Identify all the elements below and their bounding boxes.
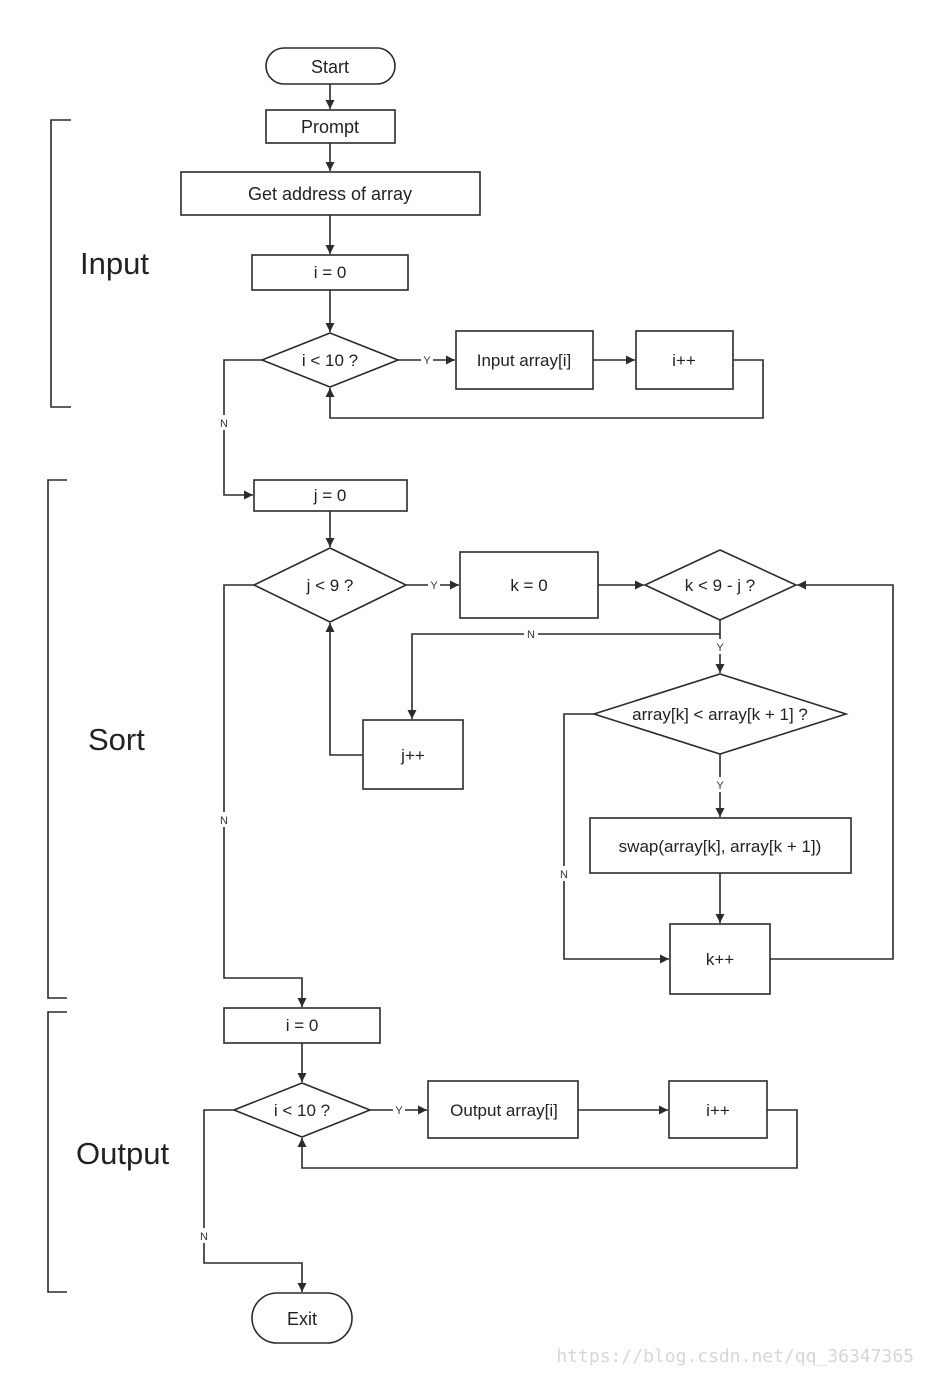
node-k-init-label: k = 0 [510,576,547,595]
node-i-inc-1-label: i++ [672,351,696,370]
node-k-cond: k < 9 - j ? [643,549,798,621]
input-section-label: Input [80,246,149,281]
node-output-array: Output array[i] [427,1080,579,1139]
edge-label-icond2-no: N [200,1231,208,1243]
node-i-cond-2-label: i < 10 ? [274,1101,330,1120]
node-i-inc-2: i++ [668,1080,768,1139]
node-k-cond-label: k < 9 - j ? [685,576,755,595]
node-k-inc-label: k++ [706,950,734,969]
node-output-array-label: Output array[i] [450,1101,558,1120]
edge-label-kcond-yes: Y [716,642,724,654]
node-i-cond-2: i < 10 ? [231,1082,373,1138]
edge-iinc2-loopback [297,1109,798,1169]
node-i-init-2: i = 0 [223,1007,381,1044]
node-start: Start [265,47,396,85]
node-exit: Exit [251,1292,353,1344]
edge-jcond-no-iinit [223,584,307,1007]
edge-kinc-loopback [770,580,894,960]
node-swap: swap(array[k], array[k + 1]) [589,817,852,874]
edge-label-jcond-yes: Y [430,580,438,592]
edge-compare-no-kinc [563,713,669,964]
node-i-inc-2-label: i++ [706,1101,730,1120]
edge-jinc-jcond [325,623,362,756]
sort-section-label: Sort [88,722,145,757]
edge-label-jcond-no: N [220,815,228,827]
node-i-init-1-label: i = 0 [314,263,347,282]
watermark-text: https://blog.csdn.net/qq_36347365 [556,1346,914,1367]
node-compare-label: array[k] < array[k + 1] ? [632,705,808,724]
edge-label-icond1-yes: Y [423,355,431,367]
edge-label-icond1-no: N [220,418,228,430]
node-prompt-label: Prompt [301,117,359,137]
sort-section-bracket [47,479,67,999]
node-j-inc: j++ [362,719,464,790]
node-i-cond-1: i < 10 ? [259,332,401,388]
node-exit-label: Exit [287,1309,317,1329]
edge-iinc-loopback [325,359,764,419]
node-get-address-label: Get address of array [248,184,412,204]
input-section-bracket [50,119,71,408]
node-i-init-1: i = 0 [251,254,409,291]
node-input-array-label: Input array[i] [477,351,572,370]
node-i-cond-1-label: i < 10 ? [302,351,358,370]
node-swap-label: swap(array[k], array[k + 1]) [619,837,822,856]
edge-label-kcond-no: N [527,629,535,641]
node-k-inc: k++ [669,923,771,995]
node-prompt: Prompt [265,109,396,144]
edge-label-compare-no: N [560,869,568,881]
node-input-array: Input array[i] [455,330,594,390]
node-j-cond-label: j < 9 ? [306,576,354,595]
edge-icond2-no-exit [203,1109,307,1292]
node-j-cond: j < 9 ? [252,547,408,623]
node-k-init: k = 0 [459,551,599,619]
node-compare: array[k] < array[k + 1] ? [591,673,849,755]
edge-label-compare-yes: Y [716,780,724,792]
edge-label-icond2-yes: Y [395,1105,403,1117]
node-get-address: Get address of array [180,171,481,216]
output-section-label: Output [76,1136,169,1171]
node-i-init-2-label: i = 0 [286,1016,319,1035]
node-j-init-label: j = 0 [313,486,347,505]
edge-labels: Y N Y N N Y Y N Y N [197,352,726,1243]
node-i-inc-1: i++ [635,330,734,390]
edge-kcond-no-jinc [407,620,721,719]
output-section-bracket [47,1011,67,1293]
node-j-inc-label: j++ [400,746,425,765]
node-start-label: Start [311,57,349,77]
node-j-init: j = 0 [253,479,408,512]
